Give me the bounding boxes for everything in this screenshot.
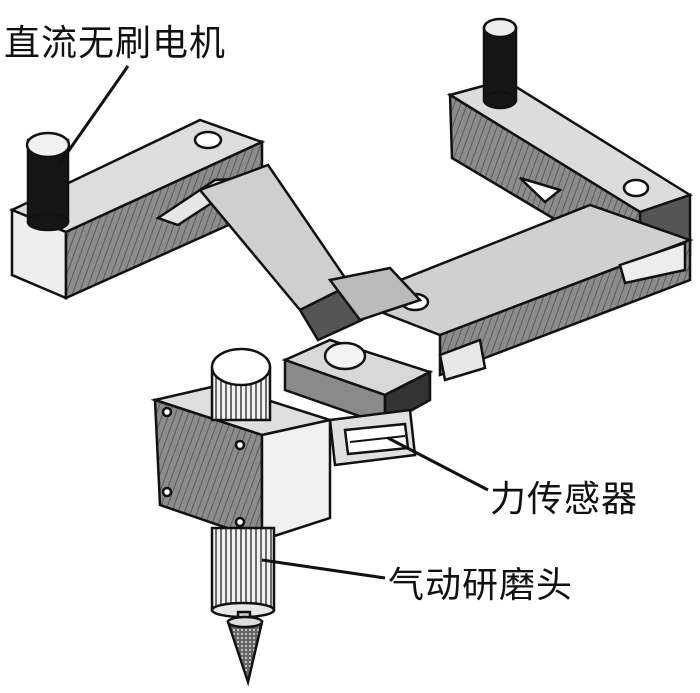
force-sensor-label: 力传感器 [490, 479, 639, 520]
top-knob [210, 347, 272, 422]
grinding-spindle [210, 526, 276, 687]
left-arm [155, 163, 423, 342]
leader-line-sensor [387, 436, 489, 492]
leader-lines [56, 65, 489, 580]
right-arm [346, 203, 694, 382]
leader-line-grinder [261, 558, 386, 580]
leader-line-motor [56, 65, 130, 167]
motor-label: 直流无刷电机 [4, 23, 227, 64]
grinding-head-label: 气动研磨头 [388, 565, 574, 606]
left-motor [25, 131, 71, 232]
right-motor [482, 17, 518, 110]
force-sensor [328, 408, 417, 467]
